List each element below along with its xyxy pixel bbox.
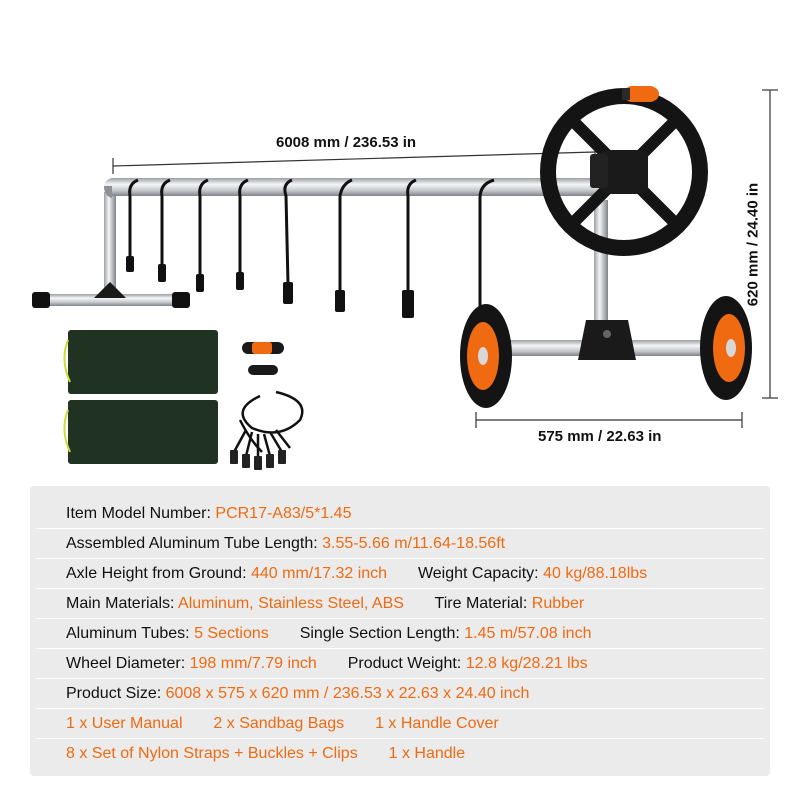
hand-wheel bbox=[540, 88, 708, 256]
handle-icon bbox=[622, 86, 659, 102]
materials-label: Main Materials: bbox=[66, 595, 175, 612]
spec-row-tubes: Aluminum Tubes: 5 Sections Single Sectio… bbox=[30, 619, 770, 649]
width-dimension-line bbox=[475, 412, 743, 428]
section-length-label: Single Section Length: bbox=[299, 625, 460, 642]
section-length-value: 1.45 m/57.08 inch bbox=[464, 625, 592, 642]
nylon-straps bbox=[128, 178, 495, 308]
wheel-diameter-value: 198 mm/7.79 inch bbox=[189, 655, 317, 672]
tube-length-value: 3.55-5.66 m/11.64-18.56ft bbox=[322, 535, 506, 552]
left-stand bbox=[32, 192, 190, 308]
spec-row-package-2: 8 x Set of Nylon Straps + Buckles + Clip… bbox=[30, 739, 770, 769]
strap-clips bbox=[126, 256, 414, 318]
spec-row-wheel-weight: Wheel Diameter: 198 mm/7.79 inch Product… bbox=[30, 649, 770, 679]
axle-height-value: 440 mm/17.32 inch bbox=[250, 565, 388, 582]
left-wheel bbox=[460, 304, 512, 408]
product-size-label: Product Size: bbox=[66, 685, 162, 702]
package-item-sandbag-bags: 2 x Sandbag Bags bbox=[213, 715, 345, 732]
model-label: Item Model Number: bbox=[66, 505, 211, 522]
spec-row-axle-weight: Axle Height from Ground: 440 mm/17.32 in… bbox=[30, 559, 770, 589]
spec-row-model: Item Model Number: PCR17-A83/5*1.45 bbox=[30, 499, 770, 529]
tire-material-value: Rubber bbox=[531, 595, 585, 612]
product-weight-value: 12.8 kg/28.21 lbs bbox=[465, 655, 588, 672]
tubes-value: 5 Sections bbox=[194, 625, 269, 642]
pool-cover-reel-drawing bbox=[32, 86, 778, 470]
roller-tube bbox=[104, 178, 604, 198]
sandbag-bag-bottom bbox=[63, 400, 218, 464]
spec-row-materials: Main Materials: Aluminum, Stainless Stee… bbox=[30, 589, 770, 619]
tubes-label: Aluminum Tubes: bbox=[66, 625, 190, 642]
specifications-panel bbox=[30, 486, 770, 776]
width-dimension-label: 575 mm / 22.63 in bbox=[538, 428, 662, 445]
weight-capacity-value: 40 kg/88.18lbs bbox=[543, 565, 648, 582]
tube-length-label: Assembled Aluminum Tube Length: bbox=[66, 535, 318, 552]
package-item-nylon-straps: 8 x Set of Nylon Straps + Buckles + Clip… bbox=[66, 745, 358, 762]
buckles-icon bbox=[230, 450, 286, 470]
height-dimension-label: 620 mm / 24.40 in bbox=[744, 182, 762, 307]
model-value: PCR17-A83/5*1.45 bbox=[215, 505, 352, 522]
materials-value: Aluminum, Stainless Steel, ABS bbox=[178, 595, 404, 612]
package-item-user-manual: 1 x User Manual bbox=[66, 715, 183, 732]
sandbag-bag-top bbox=[63, 330, 218, 394]
spare-handle-icon bbox=[248, 365, 278, 375]
height-dimension-line bbox=[762, 89, 778, 399]
tire-material-label: Tire Material: bbox=[434, 595, 528, 612]
strap-bundle-icon bbox=[232, 390, 304, 458]
product-weight-label: Product Weight: bbox=[347, 655, 462, 672]
package-item-handle: 1 x Handle bbox=[388, 745, 466, 762]
product-illustration: 6008 mm / 236.53 in 620 mm / 24.40 in 57… bbox=[32, 86, 778, 470]
weight-capacity-label: Weight Capacity: bbox=[417, 565, 539, 582]
spec-row-tube-length: Assembled Aluminum Tube Length: 3.55-5.6… bbox=[30, 529, 770, 559]
length-dimension-label: 6008 mm / 236.53 in bbox=[276, 134, 417, 151]
product-size-value: 6008 x 575 x 620 mm / 236.53 x 22.63 x 2… bbox=[165, 685, 530, 702]
package-item-handle-cover: 1 x Handle Cover bbox=[375, 715, 499, 732]
spec-row-package-1: 1 x User Manual 2 x Sandbag Bags 1 x Han… bbox=[30, 709, 770, 739]
handle-cover-icon bbox=[242, 342, 284, 354]
spec-row-product-size: Product Size: 6008 x 575 x 620 mm / 236.… bbox=[30, 679, 770, 709]
right-wheel bbox=[700, 296, 752, 400]
axle-height-label: Axle Height from Ground: bbox=[66, 565, 247, 582]
wheel-diameter-label: Wheel Diameter: bbox=[66, 655, 186, 672]
